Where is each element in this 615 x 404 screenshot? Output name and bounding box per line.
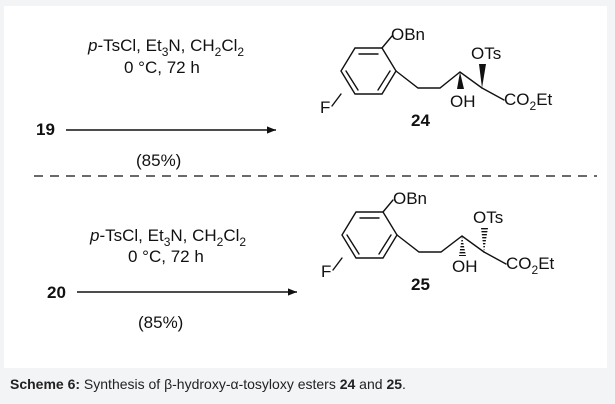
obn-label: OBn <box>391 25 425 44</box>
f-label: F <box>321 262 331 281</box>
wedge-ots <box>479 64 486 88</box>
product-label: 25 <box>411 275 430 294</box>
caption-text: and <box>355 376 387 392</box>
co2et-label: CO2Et <box>504 90 553 113</box>
scheme-figure: 19 p-TsCl, Et3N, CH2Cl2 0 °C, 72 h (85%)… <box>4 6 607 368</box>
caption-prefix: Scheme 6: <box>10 376 81 392</box>
product-structure <box>331 35 505 107</box>
ots-label: OTs <box>471 44 501 63</box>
obn-label: OBn <box>393 189 427 208</box>
yield: (85%) <box>136 151 181 170</box>
f-bond <box>332 257 343 271</box>
reactant-label: 20 <box>47 283 66 302</box>
f-label: F <box>320 98 330 117</box>
product-structure <box>332 199 507 271</box>
benzene-ring <box>341 211 398 259</box>
benzene-ring <box>340 47 397 95</box>
yield: (85%) <box>138 313 183 332</box>
figure-caption: Scheme 6: Synthesis of β-hydroxy-α-tosyl… <box>10 375 605 393</box>
product-label: 24 <box>411 111 430 130</box>
f-bond <box>331 93 342 107</box>
co2et-label: CO2Et <box>506 254 555 277</box>
ester-bond <box>481 87 505 101</box>
reaction-2: 20 p-TsCl, Et3N, CH2Cl2 0 °C, 72 h (85%)… <box>47 189 555 332</box>
caption-compound: 25 <box>386 376 403 392</box>
hash-oh <box>459 236 466 256</box>
reaction-1: 19 p-TsCl, Et3N, CH2Cl2 0 °C, 72 h (85%)… <box>36 25 553 170</box>
oh-label: OH <box>450 92 476 111</box>
hash-ots <box>481 228 488 252</box>
wedge-oh <box>457 72 464 89</box>
oh-label: OH <box>452 257 478 276</box>
ester-bond <box>483 251 507 265</box>
chain <box>396 234 485 253</box>
caption-compound: 24 <box>339 376 356 392</box>
chain <box>395 70 483 89</box>
conditions: 0 °C, 72 h <box>128 247 204 266</box>
reactant-label: 19 <box>36 120 55 139</box>
ots-label: OTs <box>473 208 503 227</box>
reagents: p-TsCl, Et3N, CH2Cl2 <box>87 36 244 59</box>
reagents: p-TsCl, Et3N, CH2Cl2 <box>89 226 246 249</box>
caption-text: . <box>402 376 406 392</box>
o-bond <box>381 35 393 49</box>
o-bond <box>382 199 394 213</box>
caption-text: Synthesis of β-hydroxy-α-tosyloxy esters <box>80 376 340 392</box>
conditions: 0 °C, 72 h <box>124 58 200 77</box>
reaction-scheme: 19 p-TsCl, Et3N, CH2Cl2 0 °C, 72 h (85%)… <box>34 25 597 332</box>
